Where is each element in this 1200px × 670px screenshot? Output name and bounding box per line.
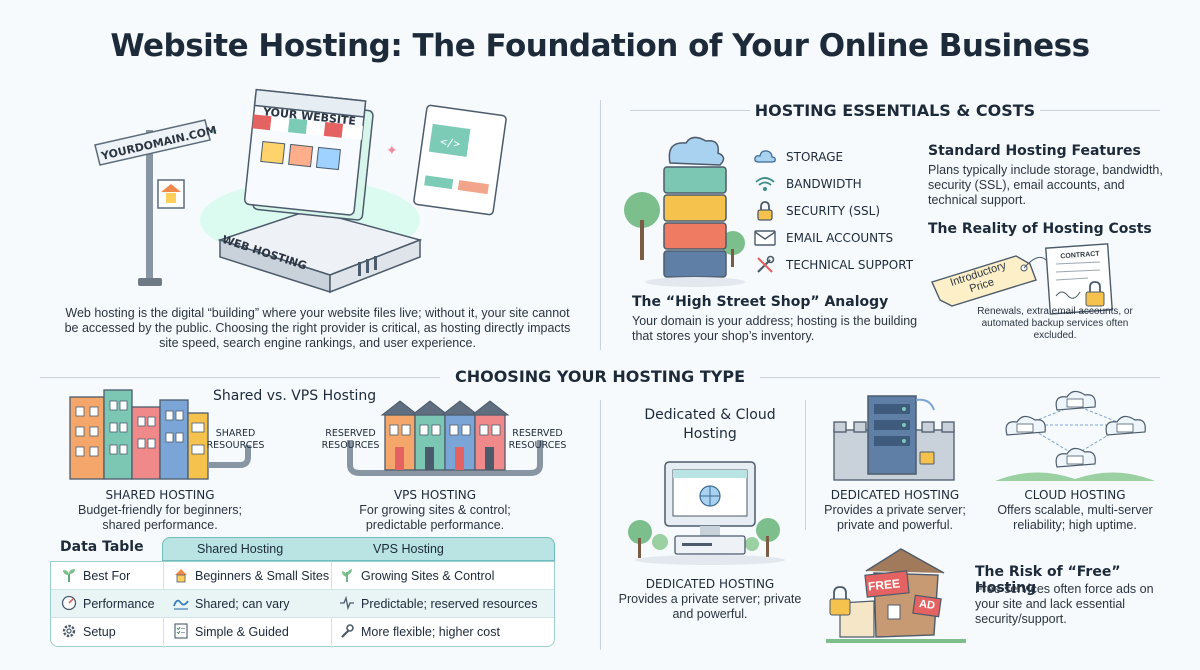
feature-label: EMAIL ACCOUNTS [786, 230, 894, 245]
data-table: Data Table Shared Hosting VPS Hosting Be… [50, 537, 555, 648]
costs-title: The Reality of Hosting Costs [928, 221, 1152, 237]
free-hosting-shack-illustration [826, 548, 966, 643]
cloud-hosting-title: CLOUD HOSTING [1024, 488, 1126, 502]
analogy-text: Your domain is your address; hosting is … [632, 314, 918, 343]
wrench-icon [341, 624, 354, 638]
free-hosting-text: Free services often force ads on your si… [975, 582, 1154, 626]
feature-security: SECURITY (SSL) [752, 197, 922, 224]
tools-icon [752, 255, 778, 275]
svg-text:✦: ✦ [208, 124, 218, 138]
divider [805, 400, 806, 530]
divider [760, 377, 1160, 378]
shared-hosting-text: Budget-friendly for beginners; shared pe… [78, 503, 242, 532]
shared-vps-illustration [69, 389, 543, 480]
feature-label: SECURITY (SSL) [786, 203, 880, 218]
divider [40, 377, 440, 378]
standard-features-title: Standard Hosting Features [928, 143, 1141, 159]
wifi-icon [752, 174, 778, 194]
table-header: Shared Hosting VPS Hosting [162, 537, 555, 561]
table-row: Setup Simple & Guided More flexible; hig… [51, 618, 554, 646]
checklist-icon [174, 623, 188, 639]
server-stack-illustration [624, 136, 745, 287]
gear-icon [62, 624, 76, 638]
divider [630, 110, 750, 111]
vps-hosting-title: VPS HOSTING [393, 488, 477, 502]
divider [600, 400, 601, 650]
feature-email: EMAIL ACCOUNTS [752, 224, 922, 251]
column-header: Shared Hosting [197, 542, 284, 556]
pulse-icon [340, 595, 354, 611]
gauge-icon [61, 595, 77, 611]
feature-support: TECHNICAL SUPPORT [752, 251, 922, 278]
data-table-label: Data Table [60, 539, 144, 555]
cell-vps: More flexible; higher cost [361, 625, 500, 639]
svg-text:✦: ✦ [386, 143, 398, 159]
table-row: Best For Beginners & Small Sites Growing… [51, 562, 554, 590]
feature-label: TECHNICAL SUPPORT [786, 257, 914, 272]
vps-hosting-text: For growing sites & control; predictable… [359, 503, 511, 532]
feature-storage: STORAGE [752, 143, 922, 170]
cell-vps: Growing Sites & Control [361, 569, 495, 583]
column-header: VPS Hosting [373, 542, 444, 556]
price-tag-contract-illustration [931, 243, 1113, 315]
cell-shared: Shared; can vary [195, 597, 290, 611]
cell-shared: Simple & Guided [195, 625, 289, 639]
reserved-resources-left-label: RESERVED RESOURCES [321, 428, 380, 451]
cloud-hosting-text: Offers scalable, multi-server reliabilit… [997, 503, 1153, 532]
intro-text: Web hosting is the digital “building” wh… [64, 306, 571, 350]
house-icon [175, 569, 187, 583]
feature-label: BANDWIDTH [786, 176, 862, 191]
dedicated-hosting-title: DEDICATED HOSTING [830, 488, 960, 502]
dedicated-computer-illustration [628, 461, 785, 565]
lock-icon [752, 200, 778, 221]
dedicated-mid-title: DEDICATED HOSTING [645, 577, 775, 591]
divider [1040, 110, 1160, 111]
table-body: Best For Beginners & Small Sites Growing… [50, 561, 555, 648]
free-hosting-title: The Risk of “Free” Hosting [975, 564, 1121, 596]
row-label: Performance [83, 597, 155, 611]
envelope-icon [752, 228, 778, 248]
costs-text: Renewals, extra email accounts, or autom… [977, 306, 1133, 341]
divider [600, 100, 601, 350]
cell-shared: Beginners & Small Sites [195, 569, 330, 583]
row-label: Best For [83, 569, 131, 583]
sprout-icon [63, 569, 75, 582]
features-list: STORAGE BANDWIDTH SECURITY (SSL) EMAIL A… [752, 143, 922, 278]
cloud-icon [752, 147, 778, 167]
reserved-resources-right-label: RESERVED RESOURCES [508, 428, 567, 451]
wave-icon [173, 599, 189, 610]
dedicated-server-fortress-illustration [833, 395, 955, 481]
row-label: Setup [83, 625, 116, 639]
choosing-heading: CHOOSING YOUR HOSTING TYPE [454, 367, 746, 386]
standard-features-text: Plans typically include storage, bandwid… [928, 163, 1163, 207]
feature-label: STORAGE [786, 149, 844, 164]
dedicated-hosting-text: Provides a private server; private and p… [824, 503, 966, 532]
dedicated-mid-text: Provides a private server; private and p… [618, 592, 802, 621]
cloud-network-illustration [995, 390, 1155, 481]
shared-hosting-title: SHARED HOSTING [105, 488, 215, 502]
analogy-title: The “High Street Shop” Analogy [632, 294, 889, 310]
plant-icon [342, 569, 352, 582]
svg-text:</>: </> [439, 135, 461, 151]
shared-resources-label: SHARED RESOURCES [206, 428, 265, 451]
dedicated-cloud-title: Dedicated & Cloud Hosting [644, 407, 776, 442]
web-hosting-illustration: </> ✦ ✦ [94, 88, 507, 294]
shared-vps-title: Shared vs. VPS Hosting [213, 388, 377, 404]
essentials-heading: HOSTING ESSENTIALS & COSTS [754, 101, 1036, 120]
table-row: Performance Shared; can vary Predictable… [51, 590, 554, 618]
cell-vps: Predictable; reserved resources [361, 597, 538, 611]
feature-bandwidth: BANDWIDTH [752, 170, 922, 197]
page-title: Website Hosting: The Foundation of Your … [110, 28, 1090, 64]
